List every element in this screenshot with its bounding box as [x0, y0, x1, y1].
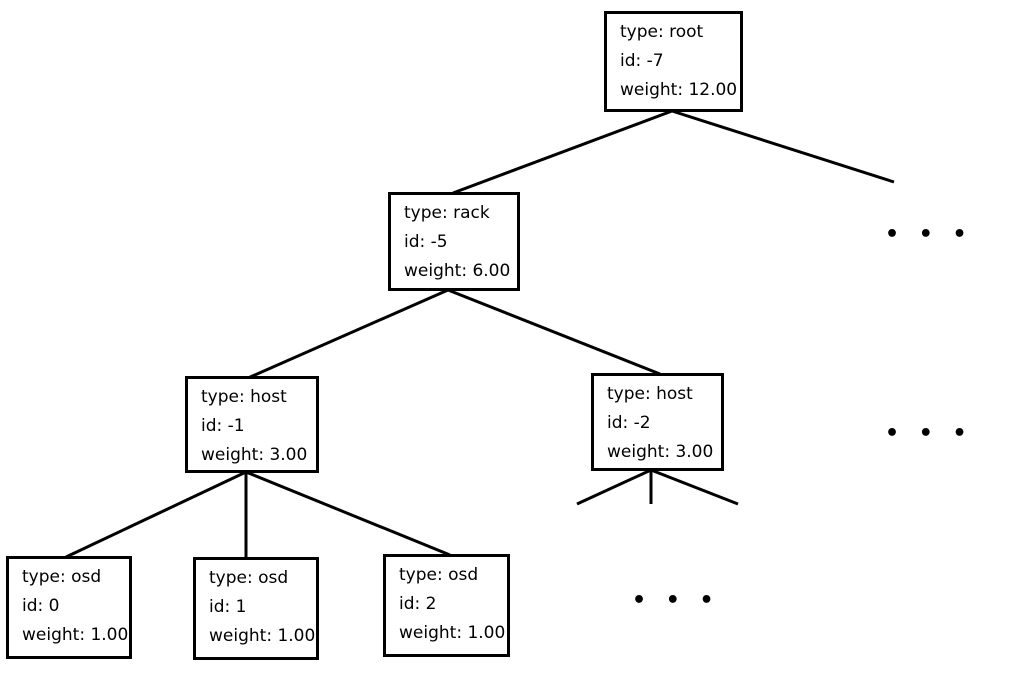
node-id-label: id: -7 [620, 51, 664, 71]
node-weight-label: weight: 6.00 [404, 261, 511, 281]
node-host-2: type: host id: -2 weight: 3.00 [591, 373, 724, 471]
node-weight-label: weight: 1.00 [209, 626, 316, 646]
node-id-label: id: 2 [399, 594, 437, 614]
edge-host1-osd2 [245, 470, 451, 557]
edge-root-rack [452, 109, 673, 195]
node-rack: type: rack id: -5 weight: 6.00 [388, 192, 520, 291]
edge-rack-host1 [247, 288, 449, 380]
node-osd-2: type: osd id: 2 weight: 1.00 [383, 554, 510, 657]
node-weight-label: weight: 1.00 [22, 625, 129, 645]
node-type-label: type: osd [209, 568, 289, 588]
ellipsis-osd-more: • • • [632, 588, 720, 613]
node-id-label: id: 1 [209, 597, 247, 617]
edge-host1-osd0 [65, 470, 247, 559]
node-id-label: id: -1 [201, 416, 245, 436]
node-root: type: root id: -7 weight: 12.00 [604, 11, 743, 112]
node-id-label: id: -5 [404, 232, 448, 252]
edge-root-more [671, 109, 895, 184]
edge-host2-left [576, 468, 652, 506]
edge-host2-right [650, 468, 739, 506]
node-weight-label: weight: 3.00 [607, 442, 714, 462]
node-host-1: type: host id: -1 weight: 3.00 [185, 376, 319, 473]
node-weight-label: weight: 3.00 [201, 445, 308, 465]
ellipsis-root-more: • • • [885, 222, 973, 247]
node-osd-1: type: osd id: 1 weight: 1.00 [193, 557, 319, 660]
node-type-label: type: host [201, 387, 287, 407]
node-weight-label: weight: 1.00 [399, 623, 506, 643]
node-osd-0: type: osd id: 0 weight: 1.00 [6, 556, 132, 659]
node-type-label: type: root [620, 22, 704, 42]
edge-rack-host2 [447, 288, 661, 376]
node-type-label: type: osd [22, 567, 102, 587]
ellipsis-rack-more: • • • [885, 421, 973, 446]
node-type-label: type: host [607, 384, 693, 404]
node-type-label: type: rack [404, 203, 490, 223]
node-id-label: id: -2 [607, 413, 651, 433]
node-weight-label: weight: 12.00 [620, 80, 738, 100]
node-type-label: type: osd [399, 565, 479, 585]
node-id-label: id: 0 [22, 596, 60, 616]
